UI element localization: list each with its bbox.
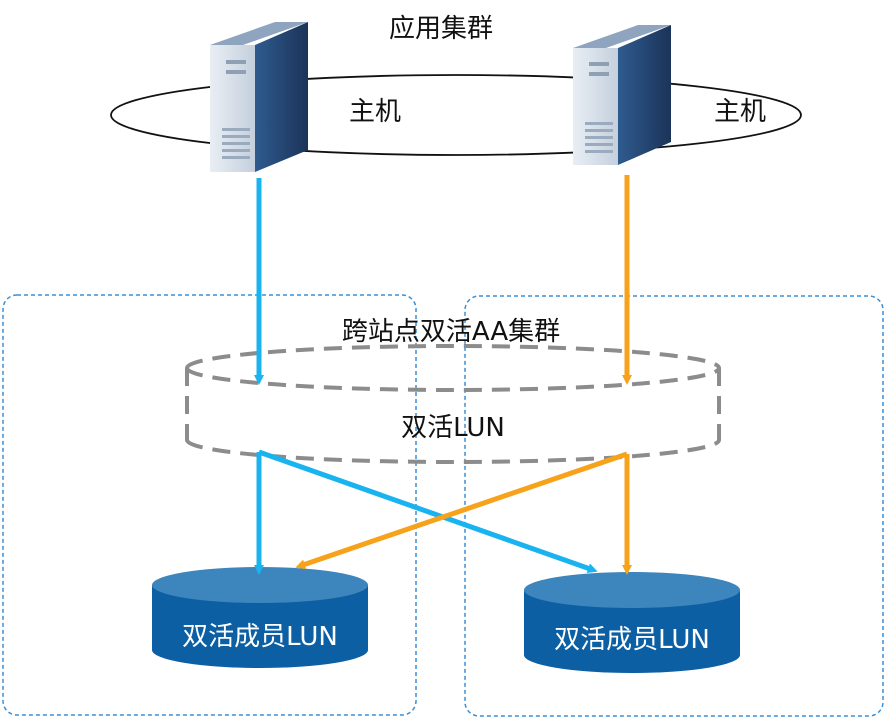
aa-cluster-label: 跨站点双活AA集群 bbox=[342, 317, 560, 347]
server-icon bbox=[573, 25, 671, 165]
application-cluster-ellipse bbox=[110, 74, 802, 156]
arrow-icon bbox=[254, 178, 598, 575]
member-lun-label-left: 双活成员LUN bbox=[182, 622, 338, 652]
cluster-label: 应用集群 bbox=[389, 14, 493, 44]
server-icon bbox=[210, 22, 308, 172]
host-label-right: 主机 bbox=[714, 97, 766, 127]
arrow-icon bbox=[295, 175, 632, 575]
host-label-left: 主机 bbox=[349, 97, 401, 127]
member-lun-label-right: 双活成员LUN bbox=[554, 625, 710, 655]
hyper-lun-label: 双活LUN bbox=[401, 413, 505, 443]
disk-icon bbox=[152, 567, 368, 668]
disk-icon bbox=[524, 572, 740, 673]
hyper-lun-cylinder bbox=[185, 344, 721, 464]
